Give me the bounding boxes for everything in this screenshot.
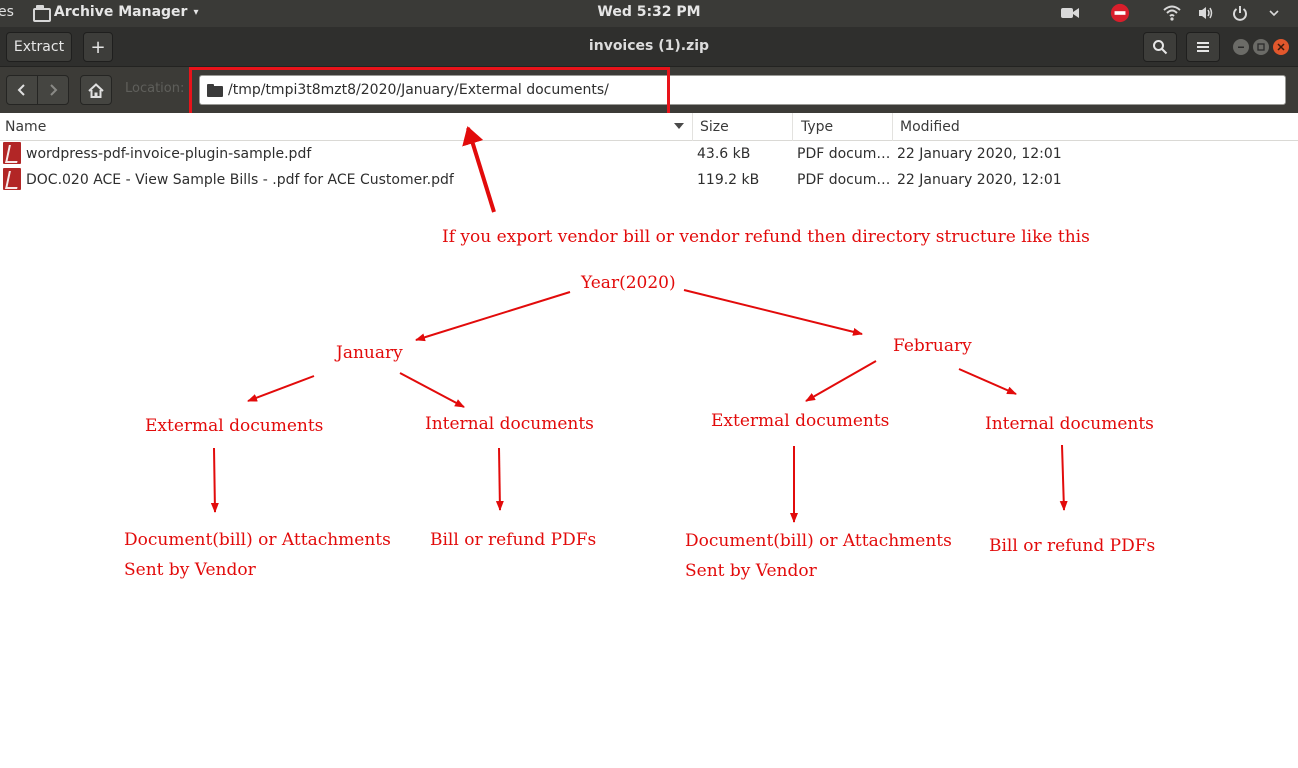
pdf-file-icon xyxy=(3,168,21,190)
column-header-modified-label: Modified xyxy=(900,119,960,135)
volume-icon[interactable] xyxy=(1196,3,1216,23)
annotation-jan-external: Extermal documents xyxy=(145,416,324,436)
pdf-file-icon xyxy=(3,142,21,164)
chevron-right-icon xyxy=(50,84,58,96)
minimize-button[interactable] xyxy=(1233,39,1249,55)
do-not-disturb-icon[interactable] xyxy=(1110,3,1130,23)
archive-manager-icon xyxy=(32,5,51,22)
maximize-button[interactable] xyxy=(1253,39,1269,55)
app-menu-label[interactable]: Archive Manager xyxy=(53,4,188,20)
annotation-feb-external-leaf-line-1: Document(bill) or Attachments xyxy=(685,531,952,551)
location-highlight-box xyxy=(189,67,670,119)
annotation-jan-external-leaf-line-1: Document(bill) or Attachments xyxy=(124,530,391,550)
wifi-icon[interactable] xyxy=(1162,3,1182,23)
location-toolbar: Location: /tmp/tmpi3t8mzt8/2020/January/… xyxy=(0,67,1298,113)
column-header-size[interactable]: Size xyxy=(693,113,793,141)
arrow-year-to-february xyxy=(683,289,863,336)
hamburger-icon xyxy=(1197,42,1209,52)
annotation-february: February xyxy=(893,336,972,356)
camera-icon[interactable] xyxy=(1060,3,1080,23)
arrow-january-to-external xyxy=(247,375,315,402)
column-header-type[interactable]: Type xyxy=(793,113,893,141)
annotation-feb-external-leaf-line-2: Sent by Vendor xyxy=(685,561,817,581)
file-size: 119.2 kB xyxy=(697,172,760,188)
power-icon[interactable] xyxy=(1230,3,1250,23)
forward-button[interactable] xyxy=(37,75,69,105)
annotation-jan-internal-leaf: Bill or refund PDFs xyxy=(430,530,597,550)
extract-button[interactable]: Extract xyxy=(6,32,72,62)
arrow-jan-external-to-leaf xyxy=(210,447,219,513)
home-button[interactable] xyxy=(80,75,112,105)
annotation-feb-external: Extermal documents xyxy=(711,411,890,431)
location-field[interactable]: /tmp/tmpi3t8mzt8/2020/January/Extermal d… xyxy=(199,75,1286,105)
close-icon xyxy=(1277,43,1285,51)
column-header-type-label: Type xyxy=(801,119,834,135)
annotation-jan-external-leaf-line-2: Sent by Vendor xyxy=(124,560,256,580)
file-modified: 22 January 2020, 12:01 xyxy=(897,172,1062,188)
file-type: PDF docum… xyxy=(797,172,891,188)
arrow-feb-internal-to-leaf xyxy=(1059,444,1068,511)
column-header-modified[interactable]: Modified xyxy=(893,113,1298,141)
arrow-year-to-january xyxy=(415,291,571,342)
hamburger-menu-button[interactable] xyxy=(1186,32,1220,62)
clock[interactable]: Wed 5:32 PM xyxy=(597,4,701,20)
arrow-jan-internal-to-leaf xyxy=(495,447,504,511)
arrow-february-to-external xyxy=(805,360,877,402)
app-menu-chevron-down-icon[interactable]: ▾ xyxy=(193,6,199,18)
annotation-feb-internal-leaf: Bill or refund PDFs xyxy=(989,536,1156,556)
annotation-january: January xyxy=(336,343,403,363)
annotation-feb-internal: Internal documents xyxy=(985,414,1154,434)
file-size: 43.6 kB xyxy=(697,146,751,162)
annotation-year: Year(2020) xyxy=(581,273,676,293)
folder-icon xyxy=(207,83,223,97)
activities-button[interactable]: es xyxy=(0,4,14,20)
file-row[interactable]: wordpress-pdf-invoice-plugin-sample.pdf … xyxy=(0,141,1298,167)
column-header-size-label: Size xyxy=(700,119,729,135)
sort-descending-icon xyxy=(674,123,684,129)
file-name: wordpress-pdf-invoice-plugin-sample.pdf xyxy=(26,146,312,162)
home-icon xyxy=(88,82,104,98)
column-header-name-label: Name xyxy=(5,119,47,135)
window-header-bar: Extract + invoices (1).zip xyxy=(0,27,1298,67)
add-files-button[interactable]: + xyxy=(83,32,113,62)
arrow-january-to-internal xyxy=(399,372,465,408)
maximize-icon xyxy=(1257,43,1265,51)
location-path[interactable]: /tmp/tmpi3t8mzt8/2020/January/Extermal d… xyxy=(228,82,609,98)
annotation-headline: If you export vendor bill or vendor refu… xyxy=(442,227,1090,247)
close-button[interactable] xyxy=(1273,39,1289,55)
file-type: PDF docum… xyxy=(797,146,891,162)
file-list-header: Name Size Type Modified xyxy=(0,113,1298,141)
file-name: DOC.020 ACE - View Sample Bills - .pdf f… xyxy=(26,172,454,188)
system-menu-chevron-down-icon[interactable] xyxy=(1264,3,1284,23)
arrow-february-to-internal xyxy=(958,368,1017,395)
annotation-jan-internal: Internal documents xyxy=(425,414,594,434)
window-title: invoices (1).zip xyxy=(588,38,710,54)
minimize-icon xyxy=(1238,46,1244,48)
file-modified: 22 January 2020, 12:01 xyxy=(897,146,1062,162)
search-button[interactable] xyxy=(1143,32,1177,62)
location-label: Location: xyxy=(125,81,185,96)
chevron-left-icon xyxy=(17,84,25,96)
back-button[interactable] xyxy=(6,75,38,105)
search-icon xyxy=(1153,40,1168,55)
column-header-name[interactable]: Name xyxy=(0,113,693,141)
file-row[interactable]: DOC.020 ACE - View Sample Bills - .pdf f… xyxy=(0,167,1298,193)
system-top-bar: es Archive Manager ▾ Wed 5:32 PM xyxy=(0,0,1298,27)
